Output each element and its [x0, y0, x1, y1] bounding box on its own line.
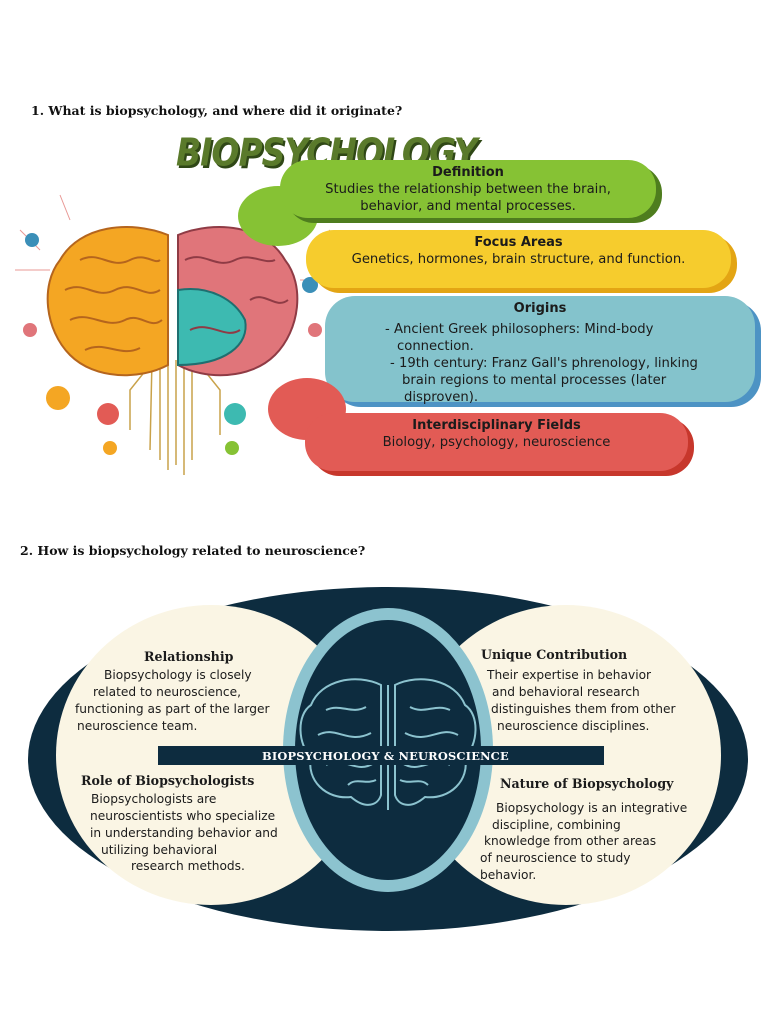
- unique-line: Their expertise in behavior: [487, 668, 652, 682]
- role-line: neuroscientists who specialize: [90, 809, 276, 823]
- relationship-line: functioning as part of the larger: [75, 702, 270, 716]
- origins-line: brain regions to mental processes (later: [402, 373, 667, 388]
- unique-line: distinguishes them from other: [491, 702, 676, 716]
- focus-areas-card: Focus Areas Genetics, hormones, brain st…: [306, 230, 731, 288]
- question-2: 2. How is biopsychology related to neuro…: [20, 543, 366, 558]
- origins-line: connection.: [397, 339, 474, 354]
- nature-line: knowledge from other areas: [484, 834, 657, 848]
- interdisciplinary-heading: Interdisciplinary Fields: [412, 418, 581, 433]
- definition-heading: Definition: [432, 165, 504, 180]
- origins-heading: Origins: [513, 301, 567, 316]
- question-1: 1. What is biopsychology, and where did …: [31, 103, 403, 118]
- definition-line-2: behavior, and mental processes.: [360, 199, 576, 214]
- definition-line-1: Studies the relationship between the bra…: [325, 182, 611, 197]
- role-line: in understanding behavior and: [90, 826, 278, 840]
- role-line: research methods.: [131, 859, 245, 873]
- definition-card: Definition Studies the relationship betw…: [280, 160, 656, 218]
- origins-line: disproven).: [404, 390, 479, 405]
- venn-banner: [158, 746, 604, 765]
- role-line: utilizing behavioral: [101, 843, 218, 857]
- nature-line: Biopsychology is an integrative: [496, 801, 688, 815]
- origins-line: - 19th century: Franz Gall's phrenology,…: [390, 356, 698, 371]
- origins-line: - Ancient Greek philosophers: Mind-body: [385, 322, 654, 337]
- origins-list: - Ancient Greek philosophers: Mind-body …: [325, 317, 755, 406]
- brain-illustration: [15, 194, 331, 475]
- nature-line: behavior.: [480, 868, 537, 882]
- interdisciplinary-text: Biology, psychology, neuroscience: [382, 435, 611, 450]
- unique-line: and behavioral research: [492, 685, 640, 699]
- relationship-line: neuroscience team.: [77, 719, 198, 733]
- unique-heading: Unique Contribution: [481, 647, 628, 662]
- unique-line: neuroscience disciplines.: [497, 719, 650, 733]
- venn-banner-text: BIOPSYCHOLOGY & NEUROSCIENCE: [262, 749, 509, 763]
- nature-heading: Nature of Biopsychology: [500, 776, 674, 791]
- nature-line: of neuroscience to study: [480, 851, 631, 865]
- focus-heading: Focus Areas: [474, 235, 563, 250]
- nature-line: discipline, combining: [492, 818, 621, 832]
- relationship-line: related to neuroscience,: [93, 685, 241, 699]
- role-heading: Role of Biopsychologists: [81, 773, 255, 788]
- focus-text: Genetics, hormones, brain structure, and…: [351, 252, 686, 267]
- relationship-heading: Relationship: [144, 649, 234, 664]
- origins-card: Origins - Ancient Greek philosophers: Mi…: [325, 296, 755, 405]
- relationship-line: Biopsychology is closely: [104, 668, 252, 682]
- role-line: Biopsychologists are: [91, 792, 217, 806]
- interdisciplinary-card: Interdisciplinary Fields Biology, psycho…: [305, 413, 688, 471]
